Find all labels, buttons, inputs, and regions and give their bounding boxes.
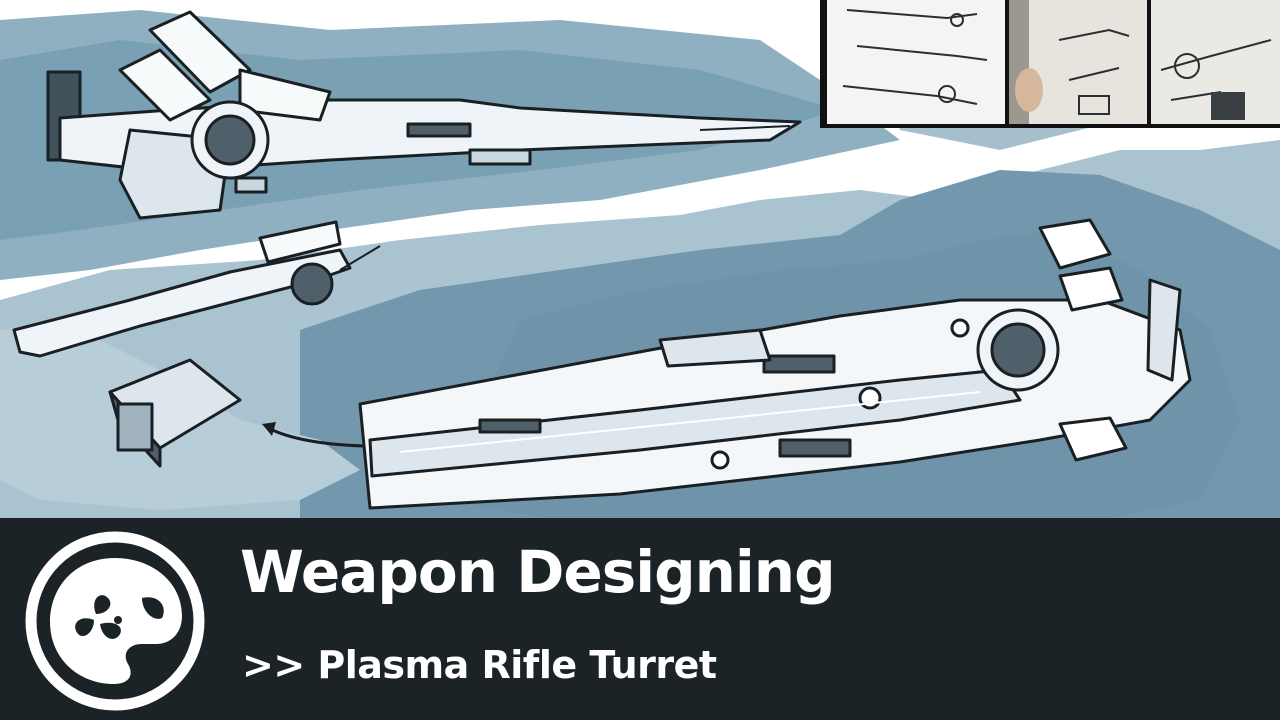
- title-banner: [0, 518, 1280, 720]
- page-title: Weapon Designing: [240, 538, 836, 606]
- sketchbook-photo-icon: [1009, 0, 1147, 124]
- page-subtitle: >> Plasma Rifle Turret: [242, 643, 717, 687]
- palette-icon: [22, 528, 208, 714]
- reference-thumbnails: [820, 0, 1280, 128]
- rifle-sketch-icon: [1151, 0, 1280, 124]
- sketchbook-page-icon: [827, 0, 1005, 124]
